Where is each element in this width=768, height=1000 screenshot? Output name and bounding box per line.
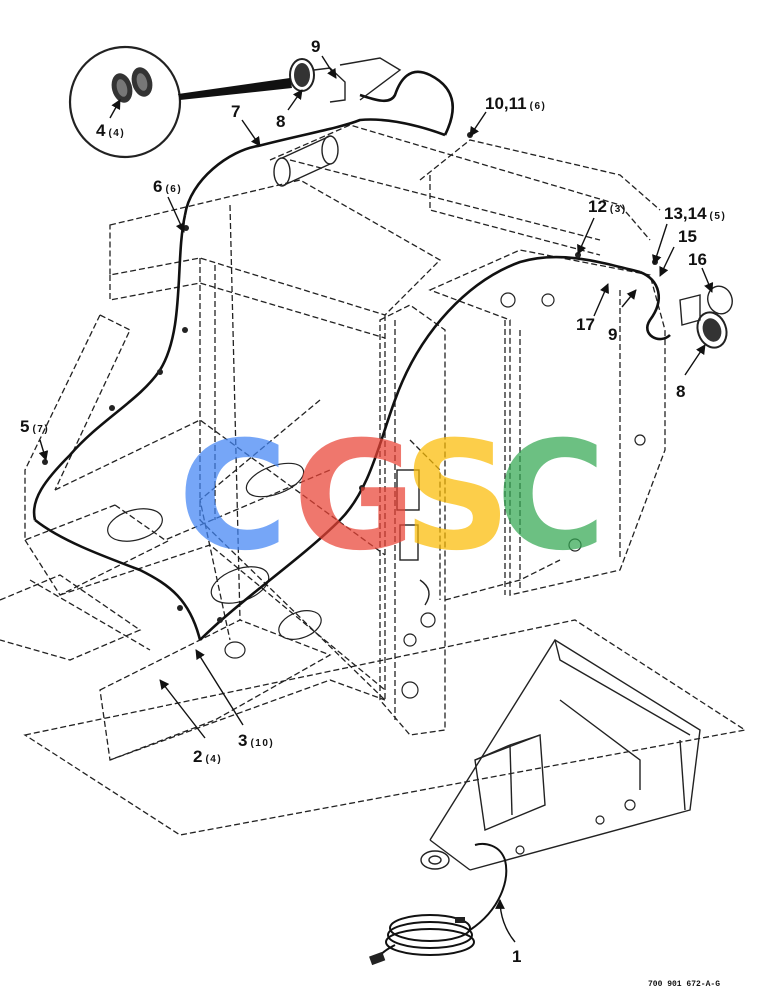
detail-circle	[68, 45, 292, 159]
hitch-tongue	[23, 619, 747, 871]
center-post	[379, 304, 446, 736]
callout-4: 4(4)	[96, 121, 125, 140]
watermark: C G S C	[178, 410, 606, 584]
callout-12: 12(3)	[588, 197, 627, 216]
callout-8-left: 8	[276, 112, 285, 131]
callout-9-right: 9	[608, 325, 617, 344]
callout-7: 7	[231, 102, 240, 121]
harness-wire	[32, 70, 671, 641]
callout-3: 3(10)	[238, 731, 274, 750]
main-frame	[0, 179, 442, 761]
watermark-letter-0: C	[178, 410, 288, 584]
callout-1: 1	[512, 947, 521, 966]
watermark-letter-3: C	[496, 410, 606, 584]
right-panel	[269, 124, 666, 601]
callout-16: 16	[688, 250, 707, 269]
callout-2: 2(4)	[193, 747, 222, 766]
callout-13-14: 13,14(5)	[664, 204, 726, 223]
callout-6: 6(6)	[153, 177, 182, 196]
pigtail-coil	[369, 842, 508, 966]
callout-9-top: 9	[311, 37, 320, 56]
callout-5: 5(7)	[20, 417, 49, 436]
watermark-letter-2: S	[403, 410, 511, 584]
lamp-right-assembly	[679, 285, 733, 349]
callout-15: 15	[678, 227, 697, 246]
callout-10-11: 10,11(6)	[485, 94, 546, 113]
lamp-left-assembly	[289, 57, 402, 103]
drawing-reference: 700 901 672-A-G	[648, 980, 720, 989]
callout-8-right: 8	[676, 382, 685, 401]
leader-arrows	[38, 55, 714, 943]
callout-labels: 1 2(4) 3(10) 4(4) 5(7) 6(6) 7 8 8 9 9 10…	[20, 37, 726, 966]
watermark-letter-1: G	[293, 410, 416, 584]
callout-17: 17	[576, 315, 595, 334]
